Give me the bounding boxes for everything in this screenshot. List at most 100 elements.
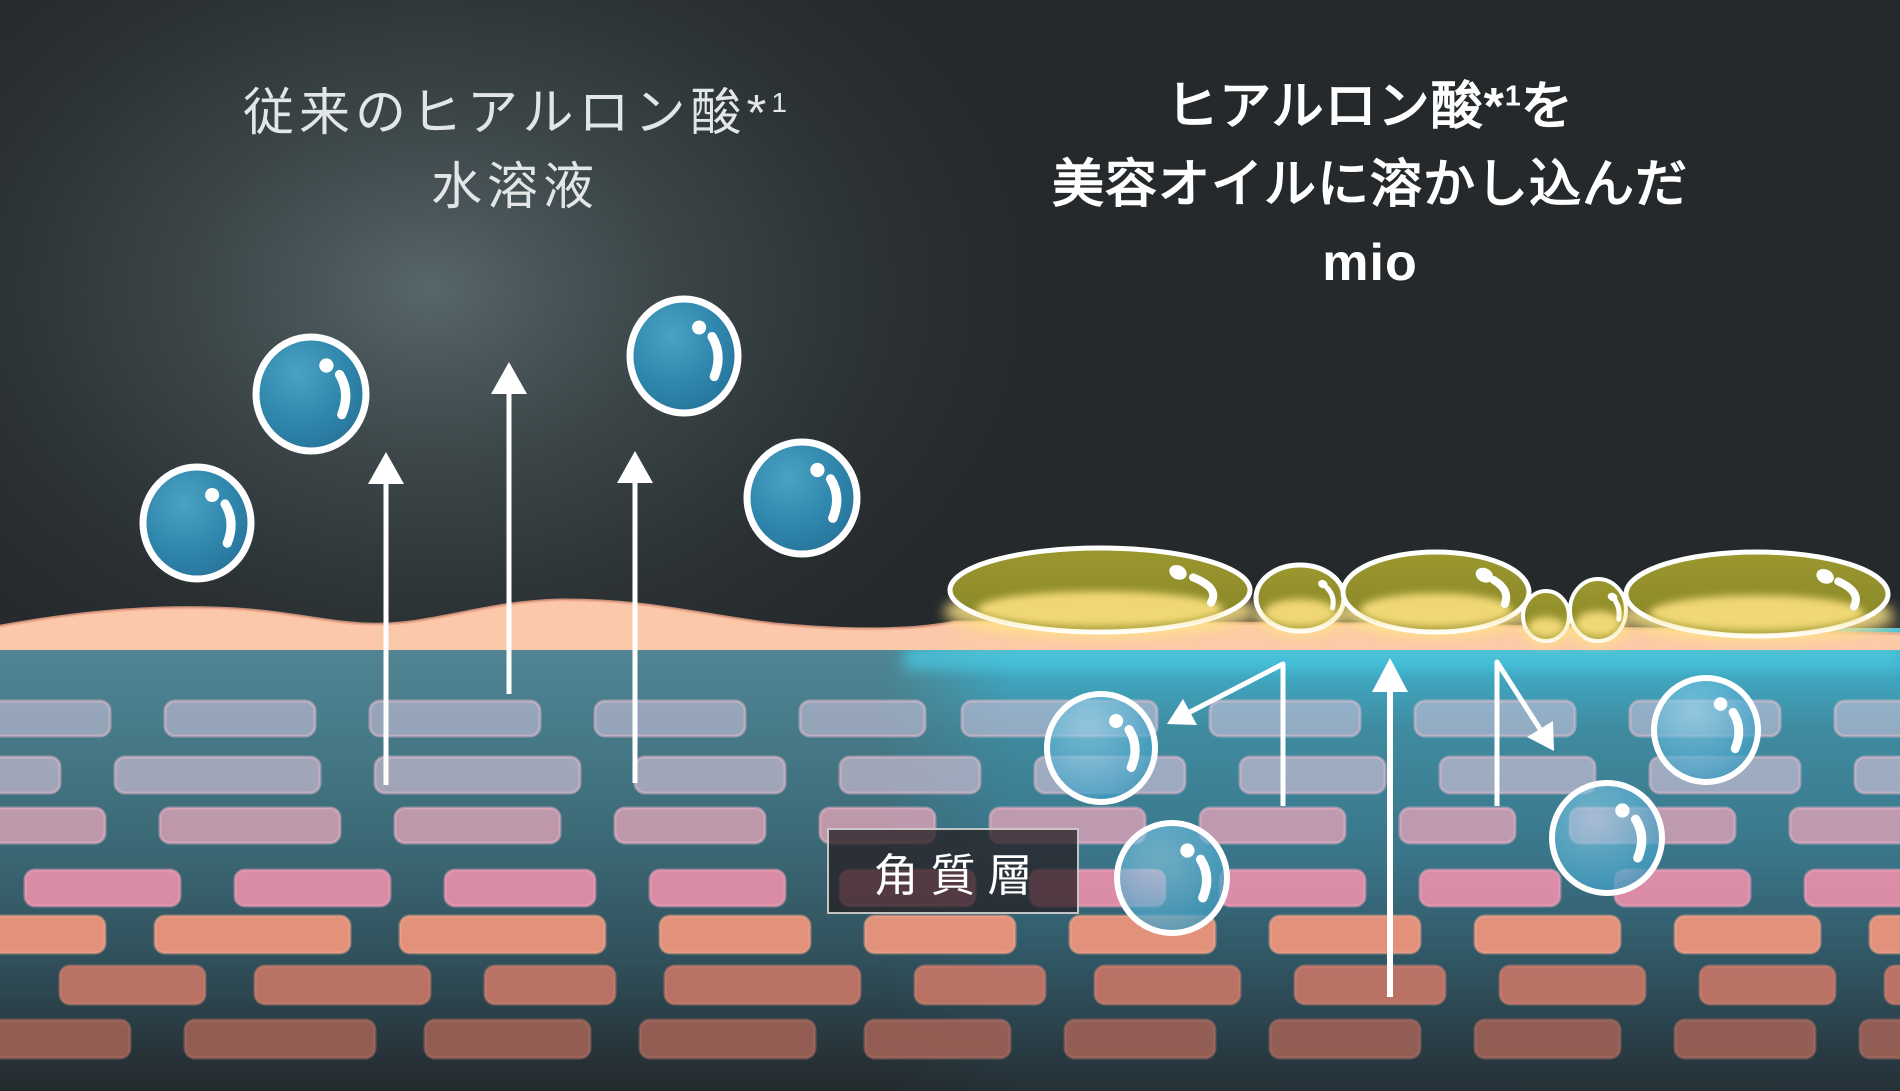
bubble-highlight-arc [1728, 707, 1744, 754]
left-title-line1: 従来のヒアルロン酸*1 [243, 84, 787, 141]
skin-cell-brick [443, 868, 597, 908]
skin-cell-brick [593, 699, 747, 738]
bent-arrow-shaft [1188, 661, 1286, 806]
oil-droplet-sheen [1263, 598, 1337, 627]
right-title-line2: 美容オイルに溶かし込んだ [1051, 156, 1688, 214]
oil-droplet-highlight-arc [1324, 585, 1336, 611]
skin-cell-brick [373, 755, 582, 795]
skin-cell-brick [1883, 964, 1900, 1006]
skin-cell-brick [423, 1018, 592, 1060]
skin-cell-brick [1833, 699, 1900, 738]
bubble-highlight-dot [205, 487, 220, 503]
skin-cell-brick [863, 1018, 1012, 1060]
bubble-highlight-arc [825, 474, 842, 523]
right-title-line1: ヒアルロン酸*1を [1166, 78, 1574, 136]
skin-cell-brick [1418, 868, 1562, 908]
skin-cell-brick [1858, 1018, 1900, 1060]
penetration-arrow-head [1372, 658, 1408, 692]
skin-cell-brick [368, 699, 542, 738]
right-title-line3: mio [1322, 234, 1418, 292]
skin-cell-brick [58, 964, 207, 1006]
skin-cell-brick [1473, 1018, 1622, 1060]
oil-droplet-highlight-dot [1475, 567, 1494, 583]
bent-arrow-head [1527, 721, 1554, 751]
skin-cell-brick [0, 699, 112, 738]
hyaluronic-bubble [1114, 820, 1230, 936]
bubble-highlight-dot [810, 462, 825, 478]
bubble-highlight-dot [1109, 713, 1124, 729]
skin-cell-brick [1803, 868, 1900, 908]
skin-cell-brick [393, 806, 562, 845]
skin-cell-brick [1438, 755, 1597, 795]
right-title: ヒアルロン酸*1を 美容オイルに溶かし込んだ mio [985, 68, 1755, 302]
hyaluronic-bubble [1044, 691, 1158, 805]
skin-cell-brick [0, 1018, 132, 1060]
hyaluronic-bubble [1651, 675, 1761, 785]
absorbed-bubbles-layer [1044, 675, 1761, 936]
oil-droplet-sheen [1527, 616, 1565, 638]
oil-droplet-sheen [1649, 595, 1865, 631]
skin-cell-brick [1868, 914, 1900, 955]
left-title-line2: 水溶液 [430, 157, 599, 215]
bent-arrow-head [1167, 699, 1197, 725]
skin-cell-brick [798, 699, 927, 738]
skin-cell-brick [0, 806, 107, 845]
stratum-corneum-label: 角質層 [827, 828, 1079, 914]
oil-droplet-highlight-arc [1189, 573, 1218, 607]
skin-cell-brick [253, 964, 432, 1006]
skin-cell-brick [863, 914, 1017, 955]
oil-droplet-highlight-arc [1612, 598, 1622, 622]
arrows-layer [368, 362, 1554, 997]
oil-droplet-sheen [977, 591, 1223, 627]
right-title-footnote: 1 [1504, 80, 1521, 113]
skin-cell-brick [648, 868, 787, 908]
skin-cell-brick [233, 868, 392, 908]
skin-cell-brick [838, 755, 982, 795]
hyaluronic-bubble [139, 463, 255, 583]
oil-droplet-highlight-dot [1318, 579, 1328, 589]
skin-cell-brick [658, 914, 812, 955]
skin-cell-brick [633, 755, 787, 795]
skin-cell-brick [1063, 1018, 1217, 1060]
hyaluronic-bubble [1549, 780, 1665, 896]
skin-cell-brick [1398, 806, 1517, 845]
skin-cell-brick [638, 1018, 817, 1060]
skin-cell-brick [0, 914, 107, 955]
skin-cell-brick [1293, 964, 1447, 1006]
left-title: 従来のヒアルロン酸*1 水溶液 [200, 76, 830, 224]
skin-cell-brick [613, 806, 767, 845]
oil-droplet-sheen [1575, 610, 1621, 637]
bubble-highlight-arc [1195, 854, 1212, 903]
hyaluronic-bubble [626, 295, 742, 417]
evaporation-arrow-head [368, 452, 404, 484]
evaporation-arrow-head [491, 362, 527, 394]
bubble-highlight-dot [319, 358, 334, 373]
skin-cell-brick [153, 914, 352, 955]
skin-cell-brick [1698, 964, 1837, 1006]
left-title-footnote: 1 [771, 87, 787, 118]
water-bubbles-layer [139, 295, 861, 583]
bubble-highlight-dot [1180, 843, 1195, 858]
skin-cell-brick [1268, 914, 1422, 955]
bubble-highlight-arc [1630, 814, 1647, 863]
skin-cell-brick [1218, 868, 1367, 908]
skin-cell-brick [113, 755, 322, 795]
skin-cell-brick [158, 806, 342, 845]
oil-droplet-sheen [1359, 593, 1513, 627]
oil-droplet-highlight-dot [1169, 564, 1187, 580]
skin-cell-brick [1498, 964, 1647, 1006]
bubble-highlight-arc [334, 369, 351, 420]
skin-cell-brick [1853, 755, 1900, 795]
skin-cell-brick [913, 964, 1047, 1006]
skin-cell-brick [0, 755, 62, 795]
oil-droplet-highlight-dot [1816, 568, 1834, 584]
skin-cell-brick [1673, 914, 1822, 955]
bubble-highlight-arc [220, 499, 236, 548]
skin-cell-brick [398, 914, 607, 955]
skin-cell-brick [1198, 806, 1347, 845]
left-glow [0, 0, 1080, 770]
bubble-highlight-arc [1124, 725, 1140, 773]
skin-cell-brick [163, 699, 317, 738]
hyaluronic-bubble [743, 438, 861, 558]
